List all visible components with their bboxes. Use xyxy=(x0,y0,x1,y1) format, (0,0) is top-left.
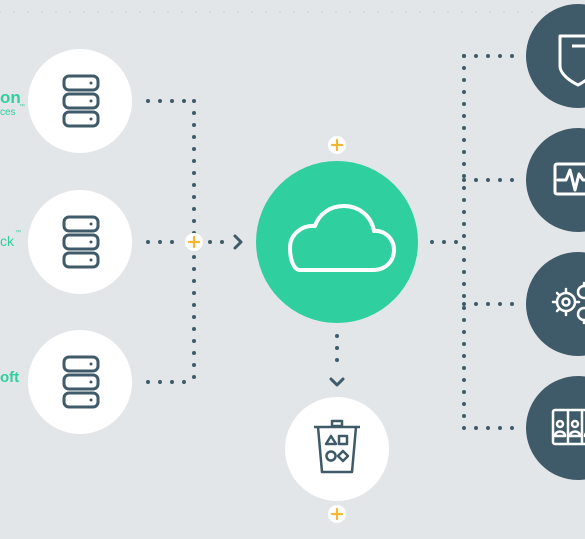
provider-trademark-2: ™ xyxy=(15,230,21,236)
server-stack-icon xyxy=(62,355,100,409)
provider-trademark-1: ™ xyxy=(19,104,25,110)
left-connectors xyxy=(146,54,516,430)
users-panel-icon xyxy=(551,408,585,446)
automation-node xyxy=(526,252,585,356)
heartbeat-monitor-icon xyxy=(553,162,585,196)
gears-icon xyxy=(551,281,585,325)
cloud-icon xyxy=(288,204,396,272)
provider-sublabel-1: ces xyxy=(0,107,16,118)
arrow-right-icon xyxy=(233,234,243,250)
provider-node-2 xyxy=(28,190,132,294)
trash-node xyxy=(285,397,389,501)
provider-node-1 xyxy=(28,49,132,153)
provider-label-3: oft xyxy=(0,369,20,386)
cloud-node xyxy=(256,161,418,323)
monitoring-node xyxy=(526,128,585,232)
plus-icon xyxy=(328,136,346,154)
provider-label-1: on xyxy=(0,88,21,107)
users-node xyxy=(526,376,585,480)
recycle-bin-icon xyxy=(314,419,360,474)
security-node xyxy=(526,4,585,108)
provider-label-2: ck xyxy=(0,233,14,249)
plus-icon xyxy=(328,505,346,523)
arrow-down-icon xyxy=(329,377,345,387)
server-stack-icon xyxy=(62,74,100,128)
plus-icon xyxy=(185,233,203,251)
provider-node-3 xyxy=(28,330,132,434)
server-stack-icon xyxy=(62,215,100,269)
shield-icon xyxy=(558,34,585,87)
